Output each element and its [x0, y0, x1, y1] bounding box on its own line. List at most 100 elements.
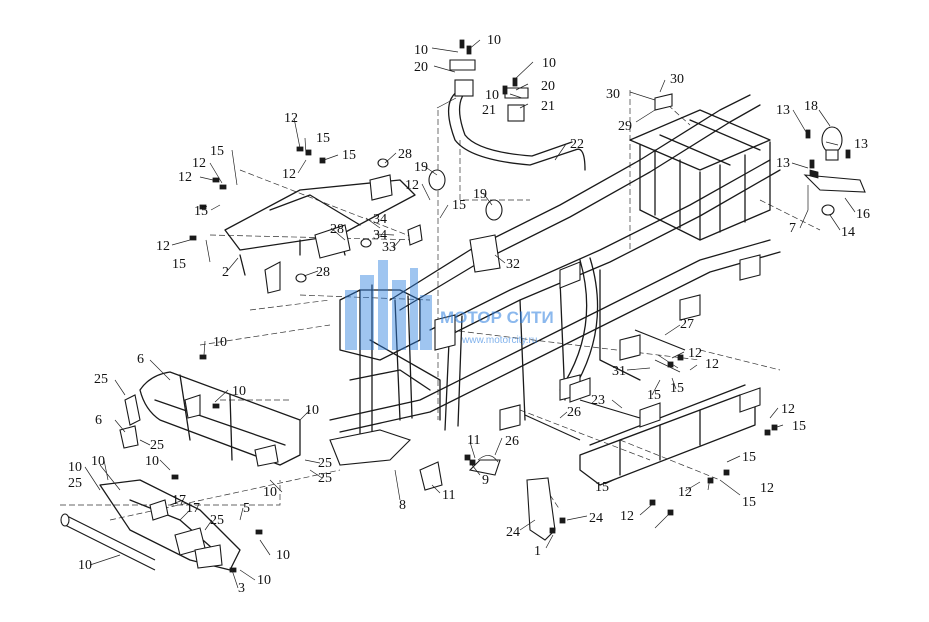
callout-label: 15 — [742, 495, 756, 510]
callout-label: 10 — [263, 485, 277, 500]
callout-label: 12 — [705, 357, 719, 372]
callout-label: 12 — [688, 346, 702, 361]
callout-label: 10 — [232, 384, 246, 399]
callout-label: 10 — [542, 56, 556, 71]
callout-label: 12 — [284, 111, 298, 126]
callout-label: 15 — [742, 450, 756, 465]
callout-label: 20 — [414, 60, 428, 75]
callout-label: 30 — [606, 87, 620, 102]
callout-label: 10 — [145, 454, 159, 469]
callout-label: 27 — [680, 317, 694, 332]
callout-label: 30 — [670, 72, 684, 87]
callout-label: 8 — [399, 498, 406, 513]
callout-label: 10 — [276, 548, 290, 563]
callout-label: 24 — [589, 511, 603, 526]
callout-label: 31 — [612, 364, 626, 379]
front-bumper — [119, 371, 301, 467]
callout-label: 34 — [373, 228, 387, 243]
front-subframe — [224, 174, 416, 294]
callout-label: 13 — [776, 103, 790, 118]
callout-label: 12 — [620, 509, 634, 524]
callout-label: 15 — [172, 257, 186, 272]
callout-label: 28 — [330, 222, 344, 237]
callout-label: 15 — [792, 419, 806, 434]
callout-label: 5 — [243, 501, 250, 516]
watermark-url-text: www.motorcity.ru — [461, 335, 537, 346]
callout-label: 23 — [591, 393, 605, 408]
callout-label: 10 — [78, 558, 92, 573]
callout-label: 25 — [318, 456, 332, 471]
callout-label: 15 — [670, 381, 684, 396]
callout-label: 10 — [487, 33, 501, 48]
callout-label: 25 — [94, 372, 108, 387]
callout-label: 7 — [789, 221, 796, 236]
callout-label: 32 — [506, 257, 520, 272]
callout-label: 15 — [452, 198, 466, 213]
callout-label: 3 — [238, 581, 245, 596]
watermark-brand-text: МОТОР СИТИ — [440, 308, 554, 327]
callout-label: 9 — [482, 473, 489, 488]
callout-label: 13 — [776, 156, 790, 171]
callout-label: 12 — [282, 167, 296, 182]
callout-label: 25 — [150, 438, 164, 453]
callout-label: 10 — [68, 460, 82, 475]
callout-label: 2 — [222, 265, 229, 280]
callout-label: 12 — [678, 485, 692, 500]
callout-label: 10 — [213, 335, 227, 350]
stabilizer-bar — [448, 59, 586, 171]
main-frame — [329, 94, 781, 476]
callout-label: 10 — [485, 88, 499, 103]
callout-label: 15 — [210, 144, 224, 159]
callout-label: 19 — [414, 160, 428, 175]
callout-label: 20 — [541, 79, 555, 94]
callout-label: 26 — [505, 434, 519, 449]
callout-label: 15 — [647, 388, 661, 403]
callout-label: 12 — [405, 178, 419, 193]
callout-label: 15 — [595, 480, 609, 495]
callout-label: 21 — [541, 99, 555, 114]
callout-label: 22 — [570, 137, 584, 152]
callout-label: 19 — [473, 187, 487, 202]
callout-label: 12 — [760, 481, 774, 496]
callout-label: 17 — [186, 501, 200, 516]
callout-label: 12 — [156, 239, 170, 254]
callout-label: 12 — [781, 402, 795, 417]
callout-label: 15 — [342, 148, 356, 163]
callout-label: 10 — [414, 43, 428, 58]
callout-label: 12 — [192, 156, 206, 171]
callout-label: 10 — [257, 573, 271, 588]
callout-label: 12 — [178, 170, 192, 185]
city-skyline-logo — [345, 260, 432, 350]
footrest-frame — [569, 377, 761, 486]
callout-label: 15 — [316, 131, 330, 146]
callout-label: 6 — [95, 413, 102, 428]
callout-label: 25 — [210, 513, 224, 528]
callout-label: 10 — [305, 403, 319, 418]
leader-lines — [84, 39, 856, 589]
callout-label: 1 — [534, 544, 541, 559]
lower-front-guard — [60, 479, 241, 571]
callout-label: 16 — [856, 207, 870, 222]
callout-numbers: 10 10 20 10 10 20 21 21 22 30 30 29 18 1… — [68, 33, 870, 596]
callout-label: 24 — [506, 525, 520, 540]
callout-label: 15 — [194, 204, 208, 219]
callout-label: 33 — [382, 240, 396, 255]
callout-label: 21 — [482, 103, 496, 118]
callout-label: 18 — [804, 99, 818, 114]
callout-label: 13 — [854, 137, 868, 152]
callout-label: 11 — [442, 488, 455, 503]
callout-label: 11 — [467, 433, 480, 448]
motorcity-watermark: МОТОР СИТИ www.motorcity.ru — [345, 260, 554, 350]
callout-label: 17 — [172, 493, 186, 508]
callout-label: 26 — [567, 405, 581, 420]
callout-label: 25 — [68, 476, 82, 491]
callout-label: 14 — [841, 225, 855, 240]
callout-label: 29 — [618, 119, 632, 134]
callout-label: 28 — [316, 265, 330, 280]
callout-label: 34 — [373, 212, 387, 227]
callout-label: 28 — [398, 147, 412, 162]
loose-parts — [171, 39, 866, 573]
callout-label: 10 — [91, 454, 105, 469]
callout-label: 25 — [318, 471, 332, 486]
